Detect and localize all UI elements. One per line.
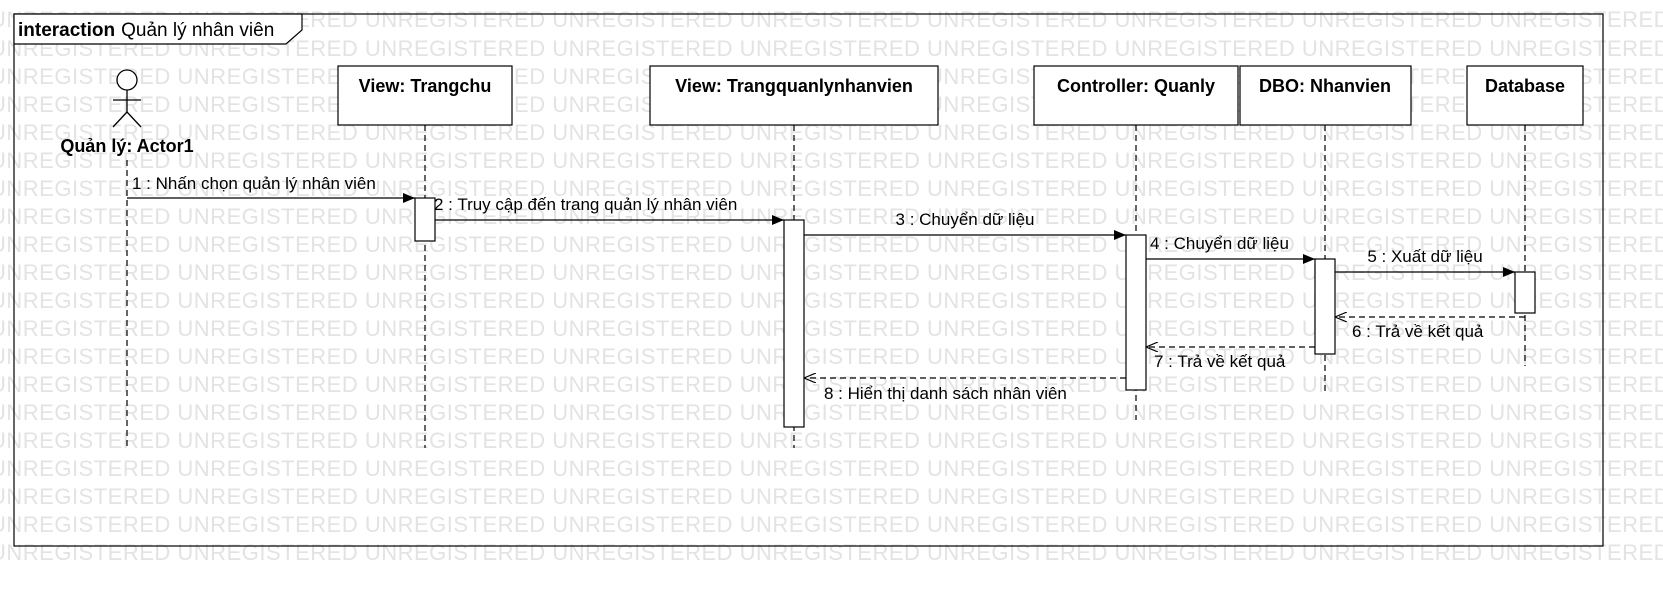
message-4: 4 : Chuyển dữ liệu — [1146, 234, 1315, 264]
message-8: 8 : Hiển thị danh sách nhân viên — [804, 378, 1126, 403]
actor: Quản lý: Actor1 — [60, 69, 194, 448]
message-7: 7 : Trả về kết quả — [1146, 347, 1315, 371]
frame-tab — [13, 13, 303, 45]
activation-bar — [1314, 258, 1336, 355]
actor-label: Quản lý: Actor1 — [60, 136, 193, 156]
message-label: 1 : Nhấn chọn quản lý nhân viên — [132, 174, 376, 193]
lifeline-label: View: Trangquanlynhanvien — [675, 76, 913, 96]
actor-stick-figure-icon — [112, 69, 142, 128]
activation-bar — [783, 219, 805, 428]
activation-bar — [1125, 234, 1147, 391]
message-label: 2 : Truy cập đến trang quản lý nhân viên — [434, 195, 737, 214]
message-6: 6 : Trả về kết quả — [1335, 317, 1525, 341]
watermark-row: UNREGISTERED UNREGISTERED UNREGISTERED U… — [0, 372, 1663, 397]
message-1: 1 : Nhấn chọn quản lý nhân viên — [127, 174, 415, 203]
watermark-row: UNREGISTERED UNREGISTERED UNREGISTERED U… — [0, 176, 1663, 201]
lifeline-label: DBO: Nhanvien — [1259, 76, 1391, 96]
lifeline-label: Database — [1485, 76, 1565, 96]
watermark-row: UNREGISTERED UNREGISTERED UNREGISTERED U… — [0, 484, 1663, 509]
message-label: 6 : Trả về kết quả — [1352, 322, 1484, 341]
watermark-row: UNREGISTERED UNREGISTERED UNREGISTERED U… — [0, 540, 1663, 565]
lifeline-view-trangquanlynhanvien: View: Trangquanlynhanvien — [649, 65, 939, 448]
message-5: 5 : Xuất dữ liệu — [1335, 247, 1515, 277]
frame-name: Quản lý nhân viên — [121, 20, 274, 41]
watermark-row: UNREGISTERED UNREGISTERED UNREGISTERED U… — [0, 456, 1663, 481]
watermark-row: UNREGISTERED UNREGISTERED UNREGISTERED U… — [0, 428, 1663, 453]
watermark-row: UNREGISTERED UNREGISTERED UNREGISTERED U… — [0, 316, 1663, 341]
lifeline-label: Controller: Quanly — [1057, 76, 1215, 96]
lifeline-view-trangchu: View: Trangchu — [337, 65, 513, 448]
message-label: 7 : Trả về kết quả — [1154, 352, 1286, 371]
lifeline-head — [337, 65, 513, 126]
lifeline-label: View: Trangchu — [359, 76, 492, 96]
message-label: 5 : Xuất dữ liệu — [1367, 247, 1482, 266]
watermark-row: UNREGISTERED UNREGISTERED UNREGISTERED U… — [0, 512, 1663, 537]
message-label: 3 : Chuyển dữ liệu — [896, 210, 1035, 229]
watermark-row: UNREGISTERED UNREGISTERED UNREGISTERED U… — [0, 148, 1663, 173]
interaction-frame: interaction Quản lý nhân viên — [13, 13, 1604, 547]
lifeline-head — [649, 65, 939, 126]
lifeline-database: Database — [1466, 65, 1584, 366]
message-label: 4 : Chuyển dữ liệu — [1150, 234, 1289, 253]
frame-keyword: interaction — [18, 20, 115, 41]
frame-border — [13, 13, 1604, 547]
message-label: 8 : Hiển thị danh sách nhân viên — [824, 384, 1067, 403]
watermark-row: UNREGISTERED UNREGISTERED UNREGISTERED U… — [0, 400, 1663, 425]
watermark-row: UNREGISTERED UNREGISTERED UNREGISTERED U… — [0, 344, 1663, 369]
watermark-row: UNREGISTERED UNREGISTERED UNREGISTERED U… — [0, 204, 1663, 229]
lifeline-dbo-nhanvien: DBO: Nhanvien — [1239, 65, 1412, 392]
lifeline-head — [1033, 65, 1239, 126]
watermark-row: UNREGISTERED UNREGISTERED UNREGISTERED U… — [0, 232, 1663, 257]
lifeline-controller-quanly: Controller: Quanly — [1033, 65, 1239, 420]
activation-bar — [1514, 271, 1536, 314]
message-2: 2 : Truy cập đến trang quản lý nhân viên — [434, 195, 784, 225]
message-3: 3 : Chuyển dữ liệu — [804, 210, 1126, 240]
frame-title: interaction Quản lý nhân viên — [18, 20, 274, 41]
watermark-row: UNREGISTERED UNREGISTERED UNREGISTERED U… — [0, 288, 1663, 313]
activation-bar — [414, 197, 436, 242]
